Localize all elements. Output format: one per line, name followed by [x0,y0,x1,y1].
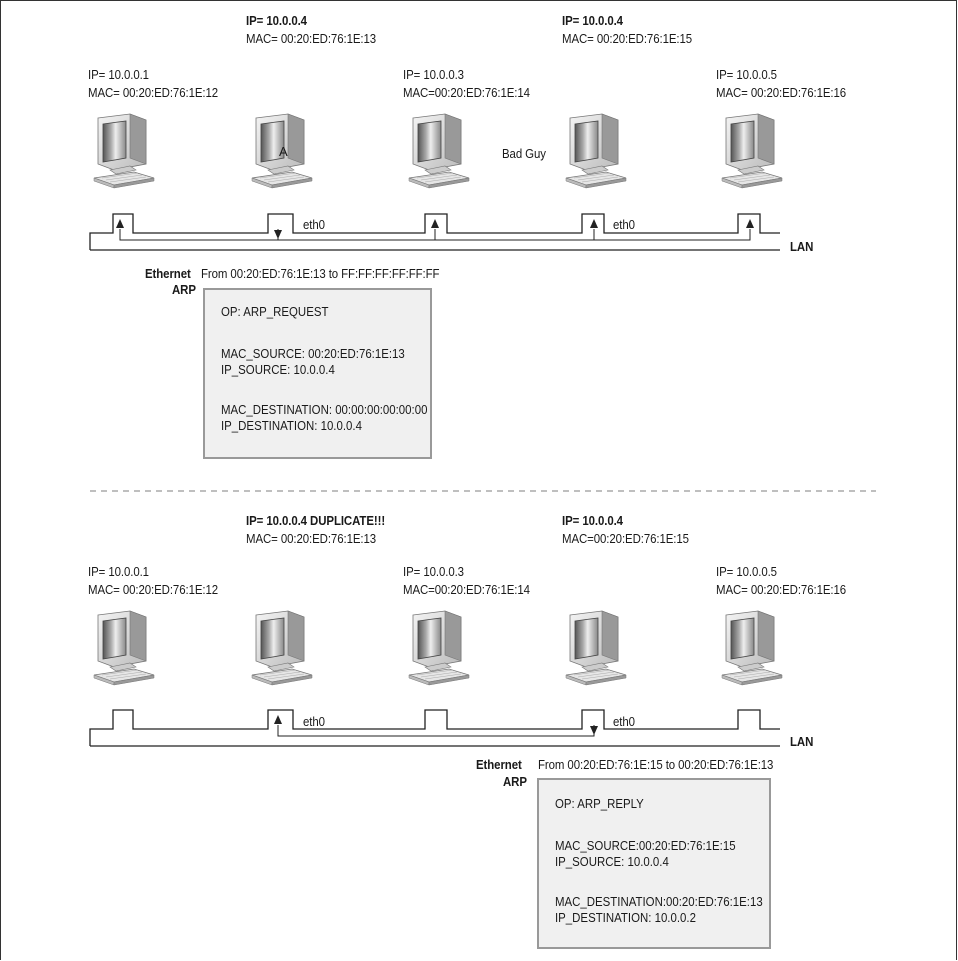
bottom-ip-source: IP_SOURCE: 10.0.0.4 [555,854,669,870]
top-mac-destination: MAC_DESTINATION: 00:00:00:00:00:00 [221,402,427,418]
top-host4-ip: IP= 10.0.0.4 [562,13,623,29]
top-mac-source: MAC_SOURCE: 00:20:ED:76:1E:13 [221,346,405,362]
bottom-arp-packet-box: OP: ARP_REPLY MAC_SOURCE:00:20:ED:76:1E:… [537,778,771,949]
top-host2-ip: IP= 10.0.0.4 [246,13,307,29]
bottom-host5-ip: IP= 10.0.0.5 [716,564,777,580]
top-arp-packet-box: OP: ARP_REQUEST MAC_SOURCE: 00:20:ED:76:… [203,288,432,459]
bottom-lan-label: LAN [790,734,813,750]
top-op: OP: ARP_REQUEST [221,304,328,320]
bottom-ethernet-label: Ethernet [476,757,522,773]
bottom-host2-ip: IP= 10.0.0.4 DUPLICATE!!! [246,513,385,529]
bottom-host2-mac: MAC= 00:20:ED:76:1E:13 [246,531,376,547]
bottom-computer-1-icon [90,609,180,689]
top-lan-label: LAN [790,239,813,255]
top-host2-mac: MAC= 00:20:ED:76:1E:13 [246,31,376,47]
top-packet-header: From 00:20:ED:76:1E:13 to FF:FF:FF:FF:FF… [201,266,439,282]
bottom-host5-mac: MAC= 00:20:ED:76:1E:16 [716,582,846,598]
top-computer-5-icon [718,112,808,192]
bottom-computer-4-icon [562,609,652,689]
top-ip-destination: IP_DESTINATION: 10.0.0.4 [221,418,362,434]
bottom-host4-mac: MAC=00:20:ED:76:1E:15 [562,531,689,547]
bottom-host4-ip: IP= 10.0.0.4 [562,513,623,529]
top-eth0-label-1: eth0 [303,217,325,233]
top-host5-ip: IP= 10.0.0.5 [716,67,777,83]
bad-guy-label: Bad Guy [502,146,546,162]
top-host3-mac: MAC=00:20:ED:76:1E:14 [403,85,530,101]
screen-letter-a: A [279,144,288,159]
top-host1-mac: MAC= 00:20:ED:76:1E:12 [88,85,218,101]
top-host5-mac: MAC= 00:20:ED:76:1E:16 [716,85,846,101]
top-eth0-label-2: eth0 [613,217,635,233]
top-computer-2-icon [248,112,338,192]
bottom-computer-5-icon [718,609,808,689]
bottom-computer-3-icon [405,609,495,689]
top-ip-source: IP_SOURCE: 10.0.0.4 [221,362,335,378]
bottom-computer-2-icon [248,609,338,689]
bottom-ip-destination: IP_DESTINATION: 10.0.0.2 [555,910,696,926]
bottom-mac-source: MAC_SOURCE:00:20:ED:76:1E:15 [555,838,736,854]
bottom-host1-mac: MAC= 00:20:ED:76:1E:12 [88,582,218,598]
bottom-arp-label: ARP [503,774,527,790]
top-arp-label: ARP [172,282,196,298]
bottom-mac-destination: MAC_DESTINATION:00:20:ED:76:1E:13 [555,894,763,910]
top-host3-ip: IP= 10.0.0.3 [403,67,464,83]
top-ethernet-label: Ethernet [145,266,191,282]
top-computer-3-icon [405,112,495,192]
bottom-host3-mac: MAC=00:20:ED:76:1E:14 [403,582,530,598]
bottom-eth0-label-2: eth0 [613,714,635,730]
top-computer-1-icon [90,112,180,192]
top-computer-4-icon [562,112,652,192]
top-host4-mac: MAC= 00:20:ED:76:1E:15 [562,31,692,47]
bottom-eth0-label-1: eth0 [303,714,325,730]
bottom-packet-header: From 00:20:ED:76:1E:15 to 00:20:ED:76:1E… [538,757,773,773]
bottom-op: OP: ARP_REPLY [555,796,644,812]
bottom-host1-ip: IP= 10.0.0.1 [88,564,149,580]
bottom-host3-ip: IP= 10.0.0.3 [403,564,464,580]
top-host1-ip: IP= 10.0.0.1 [88,67,149,83]
